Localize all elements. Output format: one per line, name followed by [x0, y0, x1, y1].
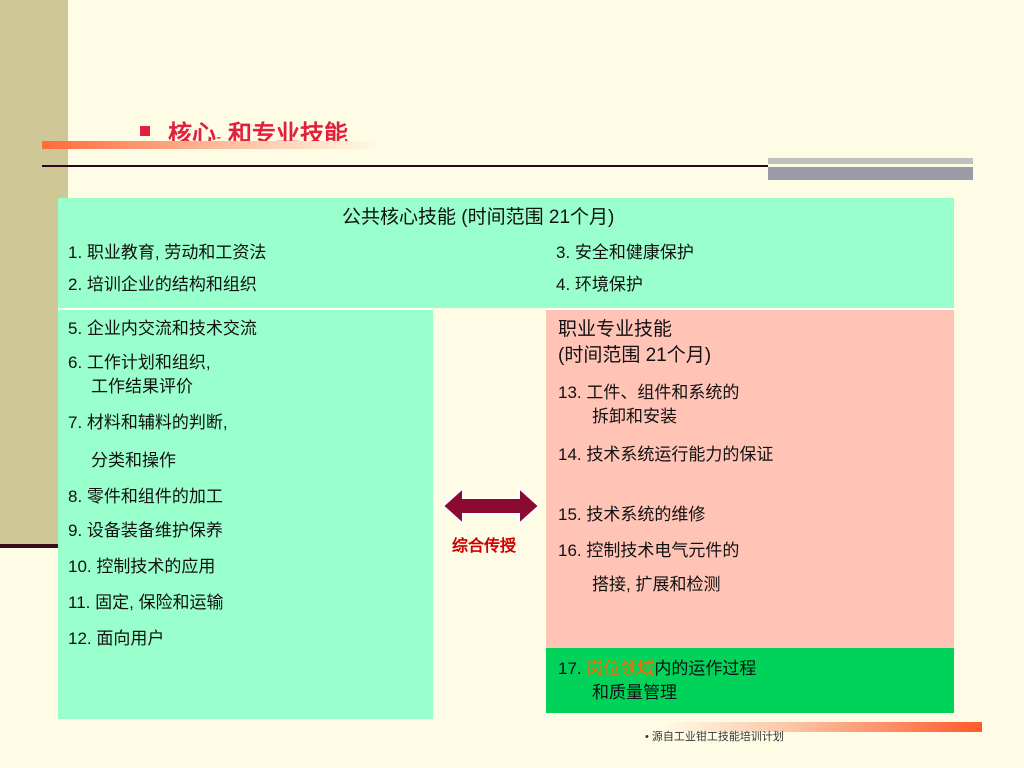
common-skills-top-box: 公共核心技能 (时间范围 21个月) 1. 职业教育, 劳动和工资法 2. 培训…: [58, 198, 954, 308]
common-item-3: 3. 安全和健康保护: [556, 243, 694, 262]
item-17-highlight: 岗位领域: [586, 659, 655, 678]
common-item-7: 7. 材料和辅料的判断,: [68, 413, 228, 432]
professional-heading-period: (时间范围 21个月): [558, 345, 712, 366]
professional-item-13: 13. 工件、组件和系统的: [558, 383, 740, 402]
footer-source: • 源自工业钳工技能培训计划: [645, 731, 784, 743]
integrated-teaching-label: 综合传授: [452, 538, 517, 555]
common-item-6-line2: 工作结果评价: [91, 377, 193, 396]
sidebar-divider: [0, 544, 60, 548]
common-item-5: 5. 企业内交流和技术交流: [68, 319, 257, 338]
bullet-square-icon: [140, 126, 150, 136]
common-item-11: 11. 固定, 保险和运输: [68, 593, 224, 612]
professional-item-13-line2: 拆卸和安装: [592, 407, 677, 426]
common-item-1: 1. 职业教育, 劳动和工资法: [68, 243, 267, 262]
common-item-7-line2: 分类和操作: [91, 451, 176, 470]
professional-heading: 职业专业技能: [558, 319, 673, 340]
common-item-8: 8. 零件和组件的加工: [68, 487, 223, 506]
professional-item-17-line2: 和质量管理: [592, 683, 677, 702]
common-item-12: 12. 面向用户: [68, 629, 165, 648]
sidebar-band: [0, 0, 68, 548]
title-dash: -: [216, 128, 222, 146]
professional-item-17: 17. 岗位领域内的运作过程: [558, 659, 757, 678]
professional-item-16-line2: 搭接, 扩展和检测: [592, 575, 721, 594]
common-item-4: 4. 环境保护: [556, 275, 643, 294]
professional-item-17-box: 17. 岗位领域内的运作过程 和质量管理: [546, 648, 954, 713]
common-skills-heading: 公共核心技能 (时间范围 21个月): [342, 207, 615, 228]
footer-gradient-bar: [660, 722, 982, 732]
common-item-2: 2. 培训企业的结构和组织: [68, 275, 257, 294]
common-skills-left-box: 5. 企业内交流和技术交流 6. 工作计划和组织, 工作结果评价 7. 材料和辅…: [58, 308, 433, 719]
title-underline-gradient: [42, 141, 382, 149]
professional-item-14: 14. 技术系统运行能力的保证: [558, 445, 774, 464]
header-grey-bar: [768, 158, 973, 180]
common-item-10: 10. 控制技术的应用: [68, 557, 216, 576]
common-item-6: 6. 工作计划和组织,: [68, 353, 211, 372]
professional-item-15: 15. 技术系统的维修: [558, 505, 706, 524]
professional-item-16: 16. 控制技术电气元件的: [558, 541, 740, 560]
common-item-9: 9. 设备装备维护保养: [68, 521, 223, 540]
double-arrow-icon: [443, 486, 539, 526]
professional-skills-box: 职业专业技能 (时间范围 21个月) 13. 工件、组件和系统的 拆卸和安装 1…: [546, 308, 954, 648]
header-divider: [42, 165, 972, 167]
